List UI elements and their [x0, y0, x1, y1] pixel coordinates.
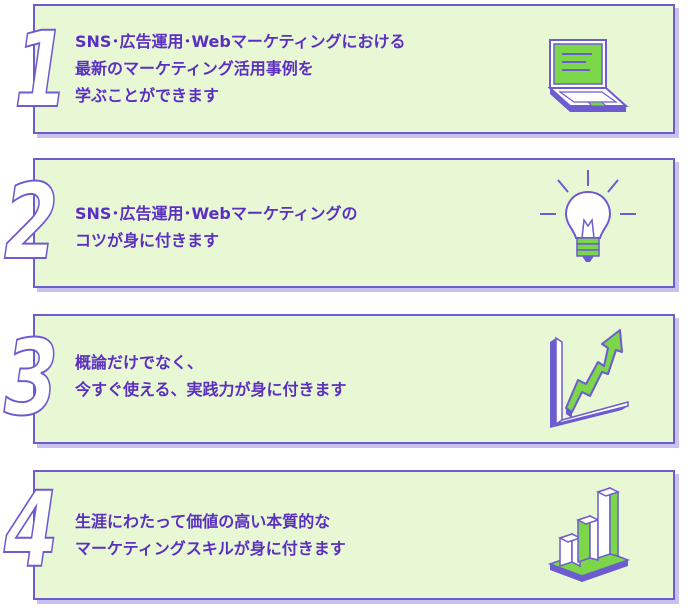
bar-chart-icon: [547, 486, 631, 582]
benefit-card-2: SNS･広告運用･Webマーケティングの コツが身に付きます: [33, 158, 675, 288]
laptop-icon: [547, 39, 629, 112]
benefit-text-3: 概論だけでなく、 今すぐ使える、実践力が身に付きます: [75, 353, 347, 399]
benefit-text-4: 生涯にわたって価値の高い本質的な マーケティングスキルが身に付きます: [75, 512, 346, 558]
benefit-number-1: 1: [13, 9, 69, 131]
benefit-text-2: SNS･広告運用･Webマーケティングの コツが身に付きます: [75, 204, 358, 250]
growth-chart-icon: [550, 329, 629, 428]
benefit-number-2: 2: [3, 161, 59, 283]
benefit-text-1: SNS･広告運用･Webマーケティングにおける 最新のマーケティング活用事例を …: [75, 32, 406, 105]
lightbulb-icon: [540, 170, 636, 262]
benefit-number-3: 3: [3, 317, 59, 439]
benefit-number-4: 4: [3, 469, 59, 591]
